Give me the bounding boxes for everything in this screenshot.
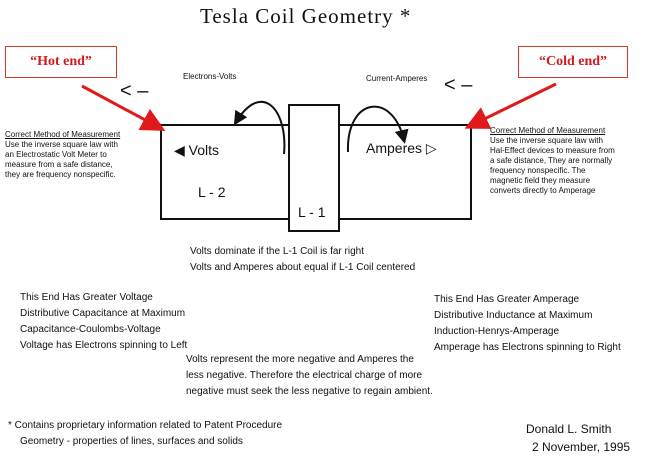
left-measurement-note: Correct Method of Measurement Use the in… [5, 130, 120, 180]
right-end-line: This End Has Greater Amperage [434, 294, 580, 305]
hot-end-label: “Hot end” [5, 46, 117, 78]
left-arrow-sign-right: < – [444, 74, 473, 96]
right-measurement-heading: Correct Method of Measurement [490, 126, 606, 135]
current-amperes-label: Current-Amperes [366, 74, 428, 83]
inner-coil-l1 [288, 104, 340, 232]
left-measurement-heading: Correct Method of Measurement [5, 130, 121, 139]
right-measurement-note: Correct Method of Measurement Use the in… [490, 126, 615, 196]
footnote-line: Geometry - properties of lines, surfaces… [20, 436, 243, 447]
right-measurement-line: Hal-Effect devices to measure from [490, 146, 615, 155]
left-end-line: Distributive Capacitance at Maximum [20, 308, 186, 319]
l2-label: L - 2 [198, 184, 226, 200]
right-measurement-line: Use the inverse square law with [490, 136, 603, 145]
footnote-line: * Contains proprietary information relat… [8, 420, 283, 431]
l1-label: L - 1 [298, 204, 326, 220]
left-measurement-line: Use the inverse square law with [5, 140, 118, 149]
left-measurement-line: measure from a safe distance, [5, 160, 113, 169]
right-end-line: Distributive Inductance at Maximum [434, 310, 593, 321]
left-end-line: This End Has Greater Voltage [20, 292, 153, 303]
right-measurement-line: a safe distance, They are normally [490, 156, 613, 165]
arrow-right-outline-icon: ▷ [425, 140, 437, 156]
page-title: Tesla Coil Geometry * [200, 4, 412, 28]
center-note-line: Volts and Amperes about equal if L-1 Coi… [190, 262, 416, 273]
hot-end-pointer [81, 84, 166, 131]
signature-date: 2 November, 1995 [532, 440, 631, 454]
arrow-left-icon: ◀ [174, 142, 185, 158]
left-end-line: Capacitance-Coulombs-Voltage [20, 324, 161, 335]
footnote: * Contains proprietary information relat… [8, 418, 282, 450]
right-measurement-line: converts directly to Amperage [490, 186, 596, 195]
middle-line: Volts represent the more negative and Am… [186, 354, 414, 365]
amperes-label: Amperes ▷ [366, 140, 437, 156]
left-measurement-line: an Electrostatic Volt Meter to [5, 150, 107, 159]
signature: Donald L. Smith 2 November, 1995 [526, 420, 630, 456]
current-curve-arrow [346, 105, 409, 153]
right-end-line: Amperage has Electrons spinning to Right [434, 342, 621, 353]
right-end-line: Induction-Henrys-Amperage [434, 326, 560, 337]
right-measurement-line: magnetic field they measure [490, 176, 591, 185]
left-measurement-line: they are frequency nonspecific. [5, 170, 116, 179]
left-end-description: This End Has Greater Voltage Distributiv… [20, 290, 187, 354]
center-note-line: Volts dominate if the L-1 Coil is far ri… [190, 246, 364, 257]
electron-curve-arrow [233, 100, 286, 155]
left-arrow-sign: < – [120, 80, 149, 102]
left-end-line: Voltage has Electrons spinning to Left [20, 340, 188, 351]
middle-line: less negative. Therefore the electrical … [186, 370, 423, 381]
right-measurement-line: frequency nonspecific. The [490, 166, 586, 175]
volts-label: ◀ Volts [174, 142, 220, 158]
cold-end-label: “Cold end” [518, 46, 628, 78]
middle-explanation: Volts represent the more negative and Am… [186, 352, 433, 400]
signature-name: Donald L. Smith [526, 422, 612, 436]
electrons-volts-label: Electrons-Volts [183, 72, 237, 81]
middle-line: negative must seek the less negative to … [186, 386, 433, 397]
right-end-description: This End Has Greater Amperage Distributi… [434, 292, 621, 356]
cold-end-pointer [464, 82, 557, 129]
center-notes: Volts dominate if the L-1 Coil is far ri… [190, 244, 415, 276]
